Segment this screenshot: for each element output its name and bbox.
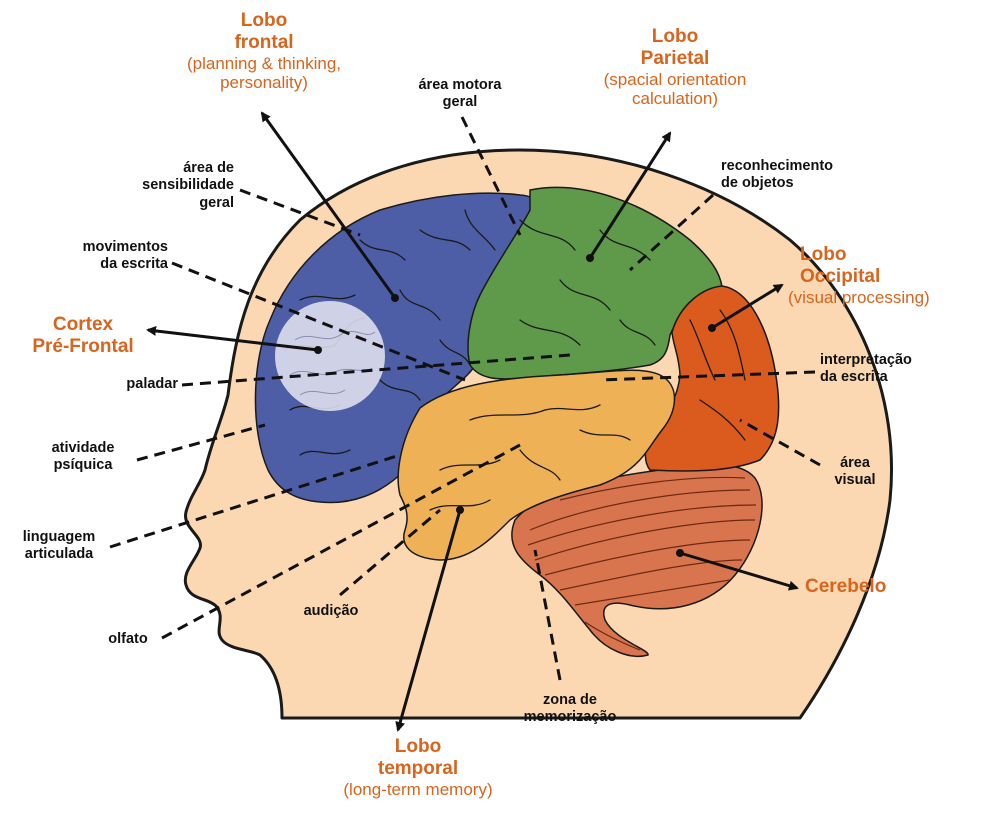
prefrontal-cortex-label: Cortex Pré-Frontal <box>18 314 148 358</box>
temporal-lobe-name-1: Lobo <box>318 736 518 758</box>
temporal-lobe-description: (long-term memory) <box>318 780 518 800</box>
area-visual-label: área visual <box>815 455 895 490</box>
prefrontal-name-2: Pré-Frontal <box>18 336 148 358</box>
parietal-lobe-name-1: Lobo <box>565 26 785 48</box>
prefrontal-highlight <box>275 301 385 411</box>
audicao-label: audição <box>286 603 376 620</box>
parietal-lobe-name-2: Parietal <box>565 48 785 70</box>
area-sensibilidade-line-2: sensibilidade <box>110 177 234 194</box>
area-visual-line-1: área <box>815 455 895 472</box>
audicao-line-1: audição <box>286 603 376 620</box>
reconhecimento-line-2: de objetos <box>721 175 871 192</box>
area-motora-label: área motora geral <box>390 77 530 112</box>
frontal-lobe-description: (planning & thinking, personality) <box>164 54 364 93</box>
olfato-line-1: olfato <box>96 631 160 648</box>
area-motora-line-1: área motora <box>390 77 530 94</box>
area-visual-line-2: visual <box>815 472 895 489</box>
paladar-label: paladar <box>90 376 178 393</box>
frontal-lobe-label: Lobo frontal (planning & thinking, perso… <box>144 10 384 93</box>
parietal-lobe-label: Lobo Parietal (spacial orientation calcu… <box>565 26 785 109</box>
temporal-lobe-name-2: temporal <box>318 758 518 780</box>
frontal-lobe-name-1: Lobo <box>144 10 384 32</box>
cerebellum-label: Cerebelo <box>805 576 925 598</box>
prefrontal-name-1: Cortex <box>18 314 148 336</box>
linguagem-articulada-label: linguagem articulada <box>4 529 114 564</box>
occipital-lobe-label: Lobo Occipital (visual processing) <box>788 244 1003 307</box>
olfato-label: olfato <box>96 631 160 648</box>
atividade-psiquica-line-1: atividade <box>28 440 138 457</box>
interpretacao-line-1: interpretação <box>820 352 970 369</box>
movimentos-escrita-line-1: movimentos <box>40 239 168 256</box>
area-sensibilidade-line-3: geral <box>110 195 234 212</box>
zona-memorizacao-line-2: memorização <box>500 709 640 726</box>
occipital-lobe-name-1: Lobo <box>788 244 1003 266</box>
movimentos-escrita-label: movimentos da escrita <box>40 239 168 274</box>
area-sensibilidade-label: área de sensibilidade geral <box>110 160 234 212</box>
reconhecimento-objetos-label: reconhecimento de objetos <box>721 158 871 193</box>
interpretacao-line-2: da escrita <box>820 369 970 386</box>
frontal-lobe-name-2: frontal <box>144 32 384 54</box>
interpretacao-escrita-label: interpretação da escrita <box>820 352 970 387</box>
atividade-psiquica-label: atividade psíquica <box>28 440 138 475</box>
atividade-psiquica-line-2: psíquica <box>28 457 138 474</box>
parietal-lobe-desc-1: (spacial orientation <box>565 70 785 90</box>
paladar-line-1: paladar <box>90 376 178 393</box>
linguagem-articulada-line-2: articulada <box>4 546 114 563</box>
movimentos-escrita-line-2: da escrita <box>40 256 168 273</box>
temporal-lobe-label: Lobo temporal (long-term memory) <box>318 736 518 799</box>
occipital-lobe-description: (visual processing) <box>788 288 1003 308</box>
zona-memorizacao-label: zona de memorização <box>500 692 640 727</box>
zona-memorizacao-line-1: zona de <box>500 692 640 709</box>
cerebellum-name: Cerebelo <box>805 576 925 598</box>
occipital-lobe-name-2: Occipital <box>788 266 1003 288</box>
reconhecimento-line-1: reconhecimento <box>721 158 871 175</box>
area-motora-line-2: geral <box>390 94 530 111</box>
parietal-lobe-desc-2: calculation) <box>565 89 785 109</box>
linguagem-articulada-line-1: linguagem <box>4 529 114 546</box>
area-sensibilidade-line-1: área de <box>110 160 234 177</box>
